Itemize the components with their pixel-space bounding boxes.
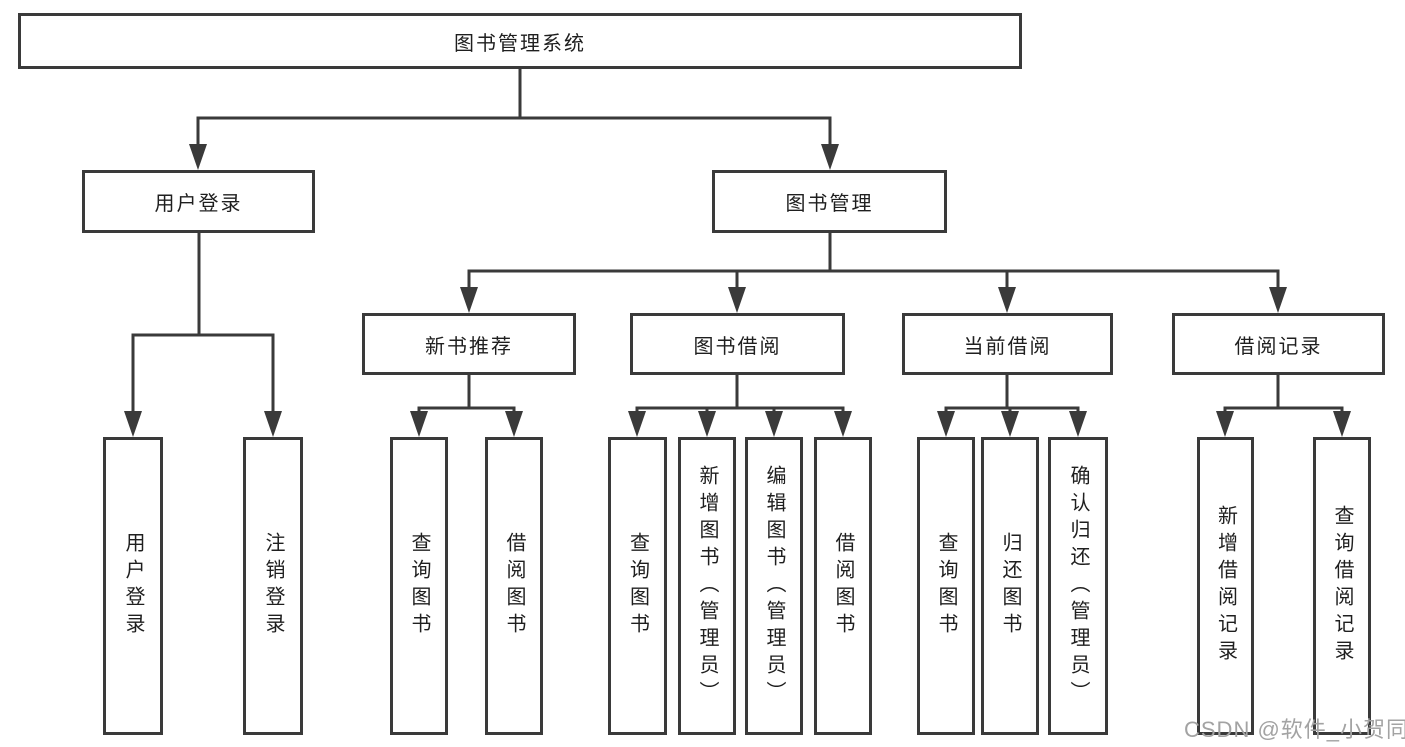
node-label: 借阅记录 xyxy=(1234,335,1323,358)
node-label: 图书管理 xyxy=(785,193,874,215)
node-label: 图书管理系统 xyxy=(454,32,586,55)
node-library-management-system: 图书管理系统 xyxy=(18,13,1022,69)
node-user-login: 用户登录 xyxy=(82,170,315,233)
leaf-label: 新增借阅记录 xyxy=(1214,505,1237,667)
watermark-csdn: CSDN @软件_小贺同学 xyxy=(1184,717,1405,742)
leaf-borrow-books: 借阅图书 xyxy=(485,437,543,735)
leaf-label: 用户登录 xyxy=(122,532,144,640)
node-new-book-recommend: 新书推荐 xyxy=(362,313,576,375)
leaf-query-borrow-record: 查询借阅记录 xyxy=(1313,437,1371,735)
leaf-query-books: 查询图书 xyxy=(917,437,975,735)
node-label: 用户登录 xyxy=(154,193,243,215)
node-label: 当前借阅 xyxy=(963,335,1052,358)
leaf-label: 新增图书（管理员） xyxy=(696,464,718,708)
node-label: 图书借阅 xyxy=(693,335,782,358)
node-book-management: 图书管理 xyxy=(712,170,947,233)
leaf-label: 查询图书 xyxy=(935,532,957,640)
leaf-add-borrow-record: 新增借阅记录 xyxy=(1197,437,1254,735)
leaf-query-books: 查询图书 xyxy=(608,437,667,735)
leaf-label: 借阅图书 xyxy=(832,532,854,640)
node-book-borrowing: 图书借阅 xyxy=(630,313,845,375)
leaf-return-books: 归还图书 xyxy=(981,437,1039,735)
node-borrowing-records: 借阅记录 xyxy=(1172,313,1385,375)
leaf-label: 确认归还（管理员） xyxy=(1067,464,1089,708)
node-current-borrowing: 当前借阅 xyxy=(902,313,1113,375)
node-label: 新书推荐 xyxy=(425,335,513,358)
leaf-query-books: 查询图书 xyxy=(390,437,448,735)
leaf-edit-books-admin: 编辑图书（管理员） xyxy=(745,437,803,735)
arrowheads xyxy=(124,144,1351,437)
leaf-add-books-admin: 新增图书（管理员） xyxy=(678,437,736,735)
leaf-label: 借阅图书 xyxy=(503,532,525,640)
leaf-user-login: 用户登录 xyxy=(103,437,163,735)
leaf-label: 查询图书 xyxy=(408,532,430,640)
leaf-confirm-return-admin: 确认归还（管理员） xyxy=(1048,437,1108,735)
leaf-label: 归还图书 xyxy=(999,532,1021,640)
leaf-borrow-books: 借阅图书 xyxy=(814,437,872,735)
leaf-label: 查询图书 xyxy=(626,532,649,640)
leaf-label: 编辑图书（管理员） xyxy=(763,464,785,708)
leaf-label: 查询借阅记录 xyxy=(1331,505,1353,667)
leaf-label: 注销登录 xyxy=(262,532,284,640)
leaf-logout: 注销登录 xyxy=(243,437,303,735)
